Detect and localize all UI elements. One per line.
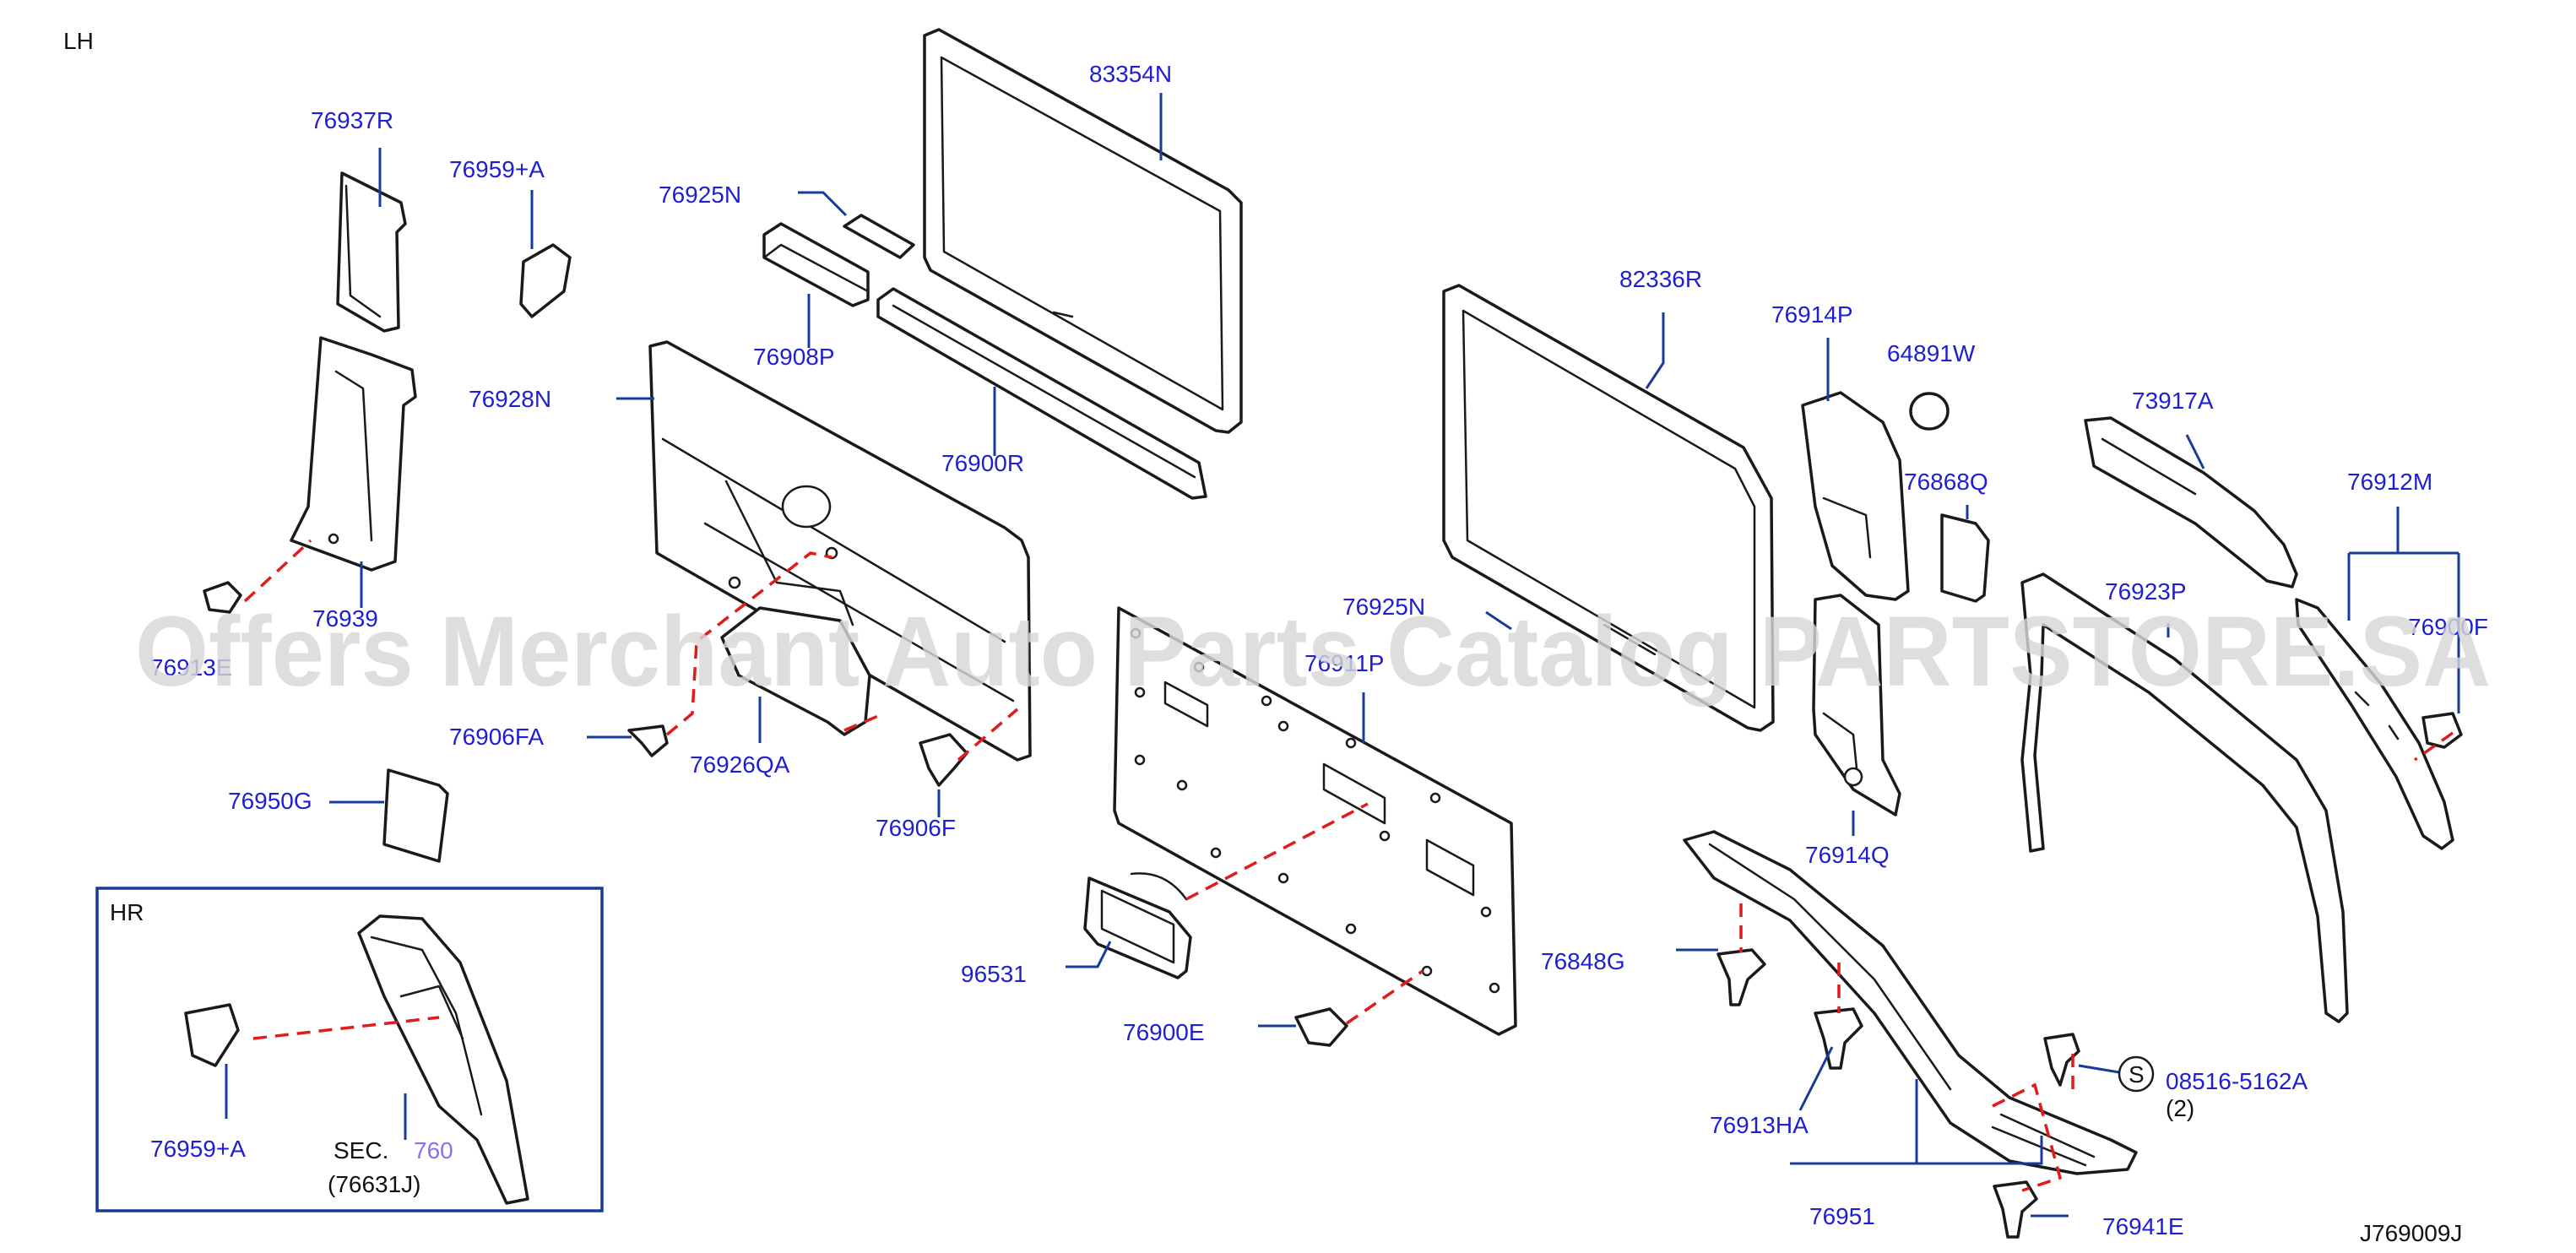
callout-76926QA[interactable]: 76926QA bbox=[690, 751, 790, 778]
strip-76925N bbox=[843, 214, 915, 259]
inset-sec-ref: SEC. bbox=[334, 1137, 388, 1164]
screw-08516 bbox=[2043, 1033, 2080, 1087]
callout-76906F[interactable]: 76906F bbox=[876, 815, 956, 841]
view-label: LH bbox=[63, 28, 94, 54]
clip-76906F bbox=[919, 733, 968, 787]
clip-76900F bbox=[2421, 712, 2463, 749]
callout-76950G[interactable]: 76950G bbox=[228, 788, 312, 814]
pillar-76914P bbox=[1801, 391, 1910, 601]
callout-76848G[interactable]: 76848G bbox=[1541, 948, 1625, 974]
inset-sec-number[interactable]: 760 bbox=[414, 1137, 453, 1164]
rail-76900R bbox=[876, 287, 1207, 500]
inset-callout-76959A[interactable]: 76959+A bbox=[150, 1136, 246, 1162]
clip-76913E bbox=[203, 581, 242, 614]
inset-sec-part: (76631J) bbox=[328, 1171, 421, 1197]
clip-76913HA bbox=[1814, 1007, 1863, 1070]
pillar-trim-lower bbox=[290, 336, 417, 572]
dashed-connectors bbox=[243, 539, 2454, 1192]
inset-cap-76959A bbox=[184, 1003, 240, 1067]
side-panel-76928N bbox=[648, 340, 1032, 762]
scuff-plate-76951 bbox=[1683, 830, 2138, 1175]
callout-76900F[interactable]: 76900F bbox=[2408, 614, 2488, 640]
callout-96531[interactable]: 96531 bbox=[961, 961, 1027, 987]
pillar-trim-upper bbox=[336, 171, 407, 333]
window-seal-83354N bbox=[923, 28, 1243, 434]
leader-lines bbox=[225, 93, 2460, 1218]
clip-76906FA bbox=[627, 724, 669, 757]
callout-76937R[interactable]: 76937R bbox=[311, 107, 393, 133]
callout-76951[interactable]: 76951 bbox=[1809, 1203, 1875, 1229]
callout-76941E[interactable]: 76941E bbox=[2102, 1213, 2184, 1239]
callout-08516-qty: (2) bbox=[2166, 1095, 2194, 1121]
callout-76913HA[interactable]: 76913HA bbox=[1710, 1112, 1809, 1138]
cap-76959A bbox=[519, 243, 572, 318]
callout-76914Q[interactable]: 76914Q bbox=[1805, 842, 1890, 868]
callout-76868Q[interactable]: 76868Q bbox=[1904, 469, 1988, 495]
trim-76923P bbox=[2020, 572, 2349, 1023]
callout-76900E[interactable]: 76900E bbox=[1123, 1019, 1205, 1045]
callout-76925N-top[interactable]: 76925N bbox=[659, 182, 741, 208]
callout-76939[interactable]: 76939 bbox=[312, 605, 378, 632]
callout-76923P[interactable]: 76923P bbox=[2105, 578, 2187, 605]
inset-pillar-trim bbox=[357, 914, 529, 1205]
diagram-code: J769009J bbox=[2360, 1220, 2462, 1246]
callout-82336R[interactable]: 82336R bbox=[1619, 266, 1702, 292]
callout-76913E[interactable]: 76913E bbox=[150, 654, 232, 681]
pillar-76914Q bbox=[1812, 594, 1901, 816]
callout-76914P[interactable]: 76914P bbox=[1771, 301, 1853, 328]
callout-83354N[interactable]: 83354N bbox=[1089, 61, 1172, 87]
callout-08516-5162A[interactable]: 08516-5162A bbox=[2166, 1068, 2308, 1094]
pad-76950G bbox=[382, 768, 449, 863]
watermark: Offers Merchant Auto Parts Catalog PARTS… bbox=[135, 596, 2491, 708]
inset-hr-frame bbox=[95, 887, 604, 1212]
inset-label: HR bbox=[110, 899, 144, 925]
callout-76906FA[interactable]: 76906FA bbox=[449, 724, 544, 750]
trim-76908P bbox=[762, 222, 870, 307]
pad-76868Q bbox=[1940, 513, 1990, 603]
callout-76912M[interactable]: 76912M bbox=[2347, 469, 2432, 495]
callout-76928N[interactable]: 76928N bbox=[469, 386, 551, 412]
grommet-96531 bbox=[1083, 872, 1192, 979]
callout-64891W[interactable]: 64891W bbox=[1887, 340, 1976, 366]
clip-76848G bbox=[1716, 948, 1766, 1006]
window-seal-82336R bbox=[1442, 284, 1775, 732]
callout-76959A[interactable]: 76959+A bbox=[449, 156, 545, 182]
s-symbol-circle bbox=[2118, 1055, 2155, 1093]
clip-76900E bbox=[1294, 1007, 1348, 1047]
strip-76900F bbox=[2295, 598, 2454, 850]
grommet-64891W bbox=[1909, 392, 1950, 431]
s-symbol-label: S bbox=[2129, 1061, 2145, 1088]
callout-76925N-mid[interactable]: 76925N bbox=[1342, 594, 1425, 620]
clip-76941E bbox=[1993, 1180, 2038, 1239]
callout-76900R[interactable]: 76900R bbox=[941, 450, 1024, 476]
plate-76911P bbox=[1113, 606, 1517, 1036]
strip-76925N-mid bbox=[1603, 623, 1657, 656]
trim-73917A bbox=[2084, 416, 2298, 589]
callout-76911P[interactable]: 76911P bbox=[1304, 650, 1384, 676]
callout-76908P[interactable]: 76908P bbox=[753, 344, 835, 370]
callout-73917A[interactable]: 73917A bbox=[2132, 388, 2214, 414]
